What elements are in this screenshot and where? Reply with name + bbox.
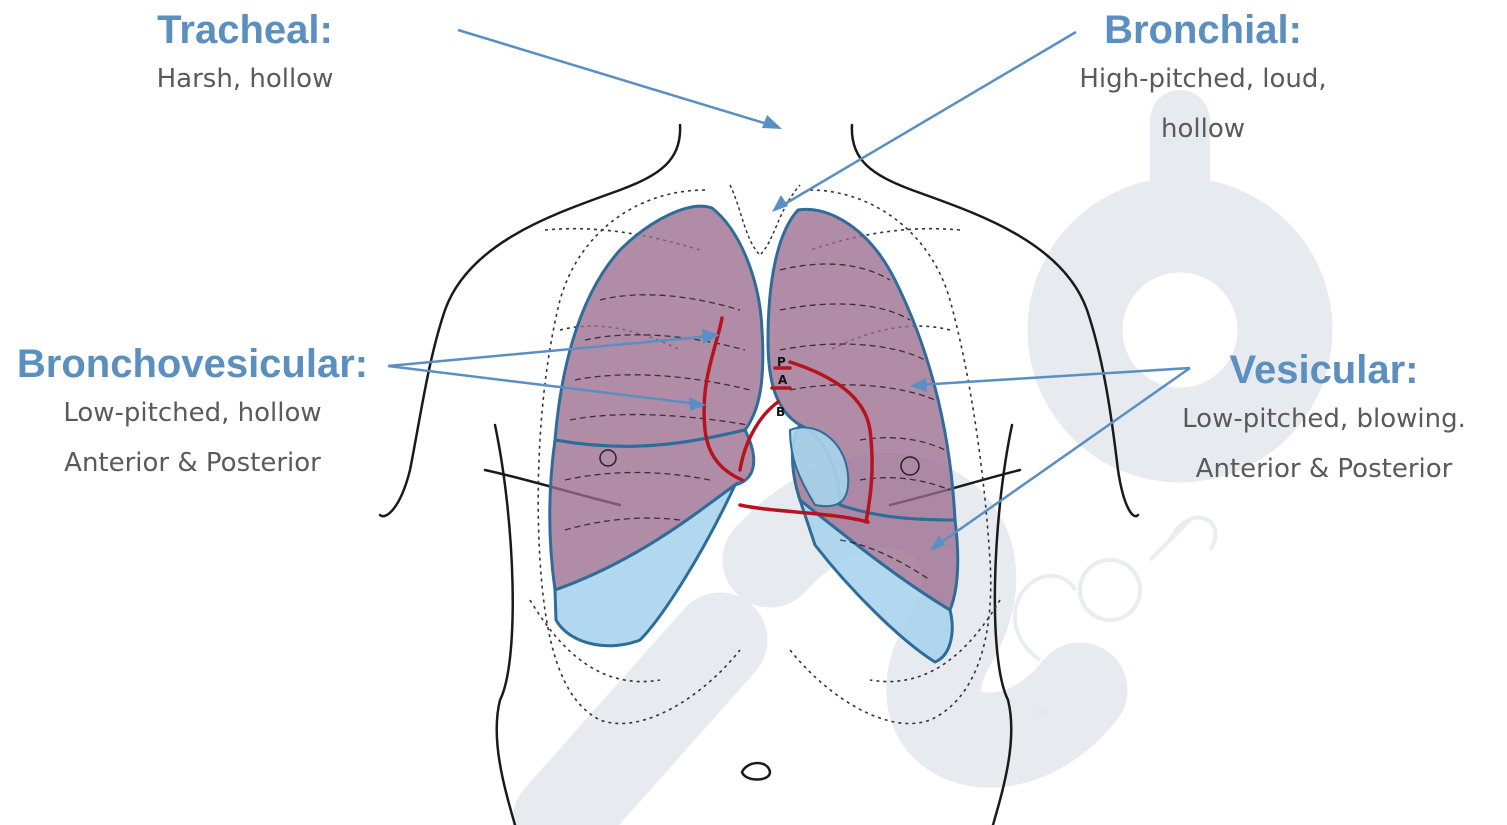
label-tracheal: Tracheal: Harsh, hollow [100, 6, 390, 104]
vesicular-description-line-1: Low-pitched, blowing. [1146, 394, 1502, 444]
torso-outline [380, 125, 1138, 825]
heart-marker-b: B [776, 405, 785, 419]
label-bronchial: Bronchial: High-pitched, loud, hollow [1040, 6, 1366, 154]
bronchial-description-line-2: hollow [1040, 104, 1366, 154]
tracheal-title: Tracheal: [100, 6, 390, 54]
arrow-bronchial [778, 32, 1076, 208]
vesicular-title: Vesicular: [1146, 346, 1502, 394]
label-bronchovesicular: Bronchovesicular: Low-pitched, hollow An… [0, 340, 385, 488]
vesicular-description-line-2: Anterior & Posterior [1146, 444, 1502, 494]
bronchovesicular-title: Bronchovesicular: [0, 340, 385, 388]
bronchovesicular-description-line-2: Anterior & Posterior [0, 438, 385, 488]
label-vesicular: Vesicular: Low-pitched, blowing. Anterio… [1146, 346, 1502, 494]
bronchial-description-line-1: High-pitched, loud, [1040, 54, 1366, 104]
tracheal-description-line-1: Harsh, hollow [100, 54, 390, 104]
bronchial-title: Bronchial: [1040, 6, 1366, 54]
arrow-tracheal [458, 30, 774, 126]
heart-marker-p: P [777, 355, 786, 369]
heart-marker-a: A [778, 373, 788, 387]
right-lung-upper [555, 206, 763, 446]
bronchovesicular-description-line-1: Low-pitched, hollow [0, 388, 385, 438]
